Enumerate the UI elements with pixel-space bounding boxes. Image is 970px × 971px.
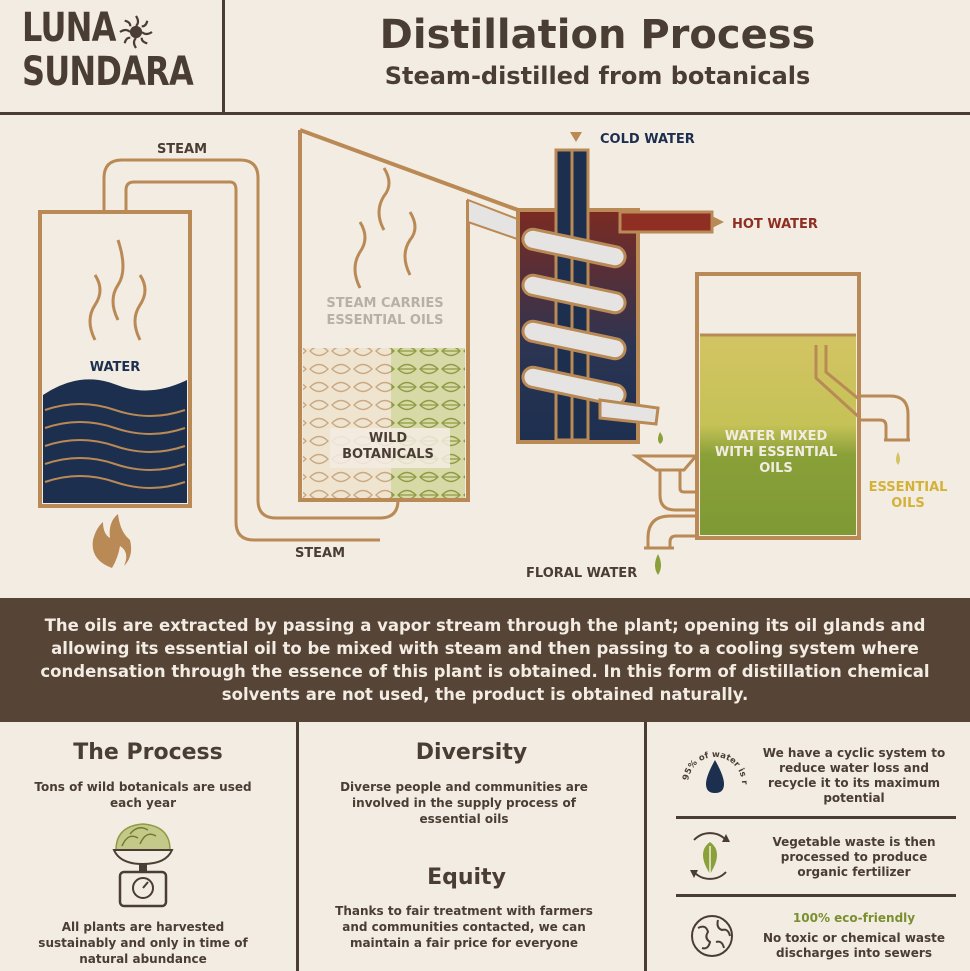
equity-text-3: maintain a fair price for everyone (349, 936, 579, 950)
label-steam-carries-1: STEAM CARRIES (326, 296, 443, 311)
header-divider (222, 0, 225, 112)
eco-item2-1: Vegetable waste is then (772, 835, 936, 849)
label-essential-2: OILS (891, 496, 925, 511)
brand-line2: SUNDARA (22, 49, 194, 95)
oil-outlet-pipe (814, 345, 910, 442)
brand-logo: LUNA SUNDARA (22, 5, 194, 95)
eco-item2-2: processed to produce (780, 850, 928, 864)
eco-item1-2: reduce water loss and (779, 761, 929, 775)
header: LUNA SUNDARA Distillation Process Steam-… (0, 0, 970, 115)
process-text-bottom-2: sustainably and only in time of (38, 936, 248, 950)
steam-pipe-top (102, 158, 300, 542)
process-heading: The Process (73, 740, 223, 765)
floral-water-drop-icon (655, 554, 661, 575)
eco-divider-1 (676, 816, 956, 819)
diversity-text-3: essential oils (419, 812, 509, 826)
boiler-water (43, 379, 187, 503)
brand-line1: LUNA (22, 5, 116, 51)
label-hot-water: HOT WATER (732, 217, 818, 232)
botanicals-green (391, 348, 465, 498)
drop-icon (658, 432, 663, 444)
eco-divider-2 (676, 894, 956, 897)
label-steam-top: STEAM (157, 142, 207, 157)
diversity-text-2: involved in the supply process of (352, 796, 576, 810)
diversity-text-1: Diverse people and communities are (340, 780, 588, 794)
process-text-bottom-3: natural abundance (79, 952, 207, 966)
label-steam-carries-2: ESSENTIAL OILS (327, 313, 444, 328)
page-subtitle: Steam-distilled from botanicals (384, 62, 811, 90)
essential-oil-drop-icon (896, 452, 900, 465)
eco-item1-4: potential (823, 791, 885, 805)
diversity-heading: Diversity (415, 740, 528, 765)
label-water: WATER (90, 360, 141, 375)
separator-liquid (700, 335, 856, 535)
hot-water-pipe (618, 210, 714, 234)
equity-text-1: Thanks to fair treatment with farmers (335, 904, 593, 918)
condenser-coil (521, 227, 627, 407)
hot-water-arrow (712, 216, 724, 228)
page-title: Distillation Process (379, 12, 816, 58)
label-wild-1: WILD (369, 431, 407, 446)
eco-item3-1: No toxic or chemical waste (762, 931, 946, 945)
description-text: The oils are extracted by passing a vapo… (40, 616, 930, 704)
recycled-water-icon: 95% of water is recycled (676, 740, 749, 793)
process-text-bottom-1: All plants are harvested (61, 920, 225, 934)
botanicals-light (303, 348, 391, 498)
scale-botanicals-icon (112, 823, 174, 908)
globe-icon (691, 915, 733, 957)
label-mixed-1: WATER MIXED (725, 429, 828, 444)
eco-item2-3: organic fertilizer (797, 865, 911, 879)
floral-water-pipe (644, 514, 697, 550)
equity-heading: Equity (427, 865, 506, 890)
label-wild-2: BOTANICALS (342, 447, 434, 462)
eco-item3-2: discharges into sewers (776, 946, 932, 960)
sun-icon (119, 15, 153, 49)
process-text-top-2: each year (109, 796, 177, 810)
label-floral-water: FLORAL WATER (526, 566, 637, 581)
condenser-outlet (598, 398, 660, 426)
label-mixed-2: WITH ESSENTIAL (715, 445, 837, 460)
column-divider-1 (296, 722, 299, 971)
equity-text-2: and communities contacted, we can (342, 920, 586, 934)
water-waves (44, 403, 186, 489)
process-text-top-1: Tons of wild botanicals are used (34, 780, 252, 794)
eco-item1-1: We have a cyclic system to (762, 746, 946, 760)
label-steam-bottom: STEAM (295, 546, 345, 561)
label-essential-1: ESSENTIAL (869, 480, 948, 495)
eco-item1-3: recycle it to its maximum (768, 776, 940, 790)
distillation-diagram: STEAM STEAM WATER STEAM CARRIES ESSENTIA… (38, 128, 948, 581)
cold-water-arrow (570, 132, 582, 142)
label-mixed-3: OILS (759, 461, 793, 476)
steam-pipe-bottom (300, 499, 400, 542)
eco-item3-title: 100% eco-friendly (792, 911, 916, 925)
boiler-steam-icon (88, 239, 147, 341)
leaf-recycle-icon (690, 832, 730, 880)
label-cold-water: COLD WATER (600, 132, 695, 147)
botanicals-label-bg (330, 428, 450, 468)
column-steam-icon (353, 167, 417, 289)
flame-icon (92, 514, 132, 568)
column-divider-2 (644, 722, 647, 971)
funnel (631, 454, 700, 512)
description-band: The oils are extracted by passing a vapo… (0, 598, 970, 722)
